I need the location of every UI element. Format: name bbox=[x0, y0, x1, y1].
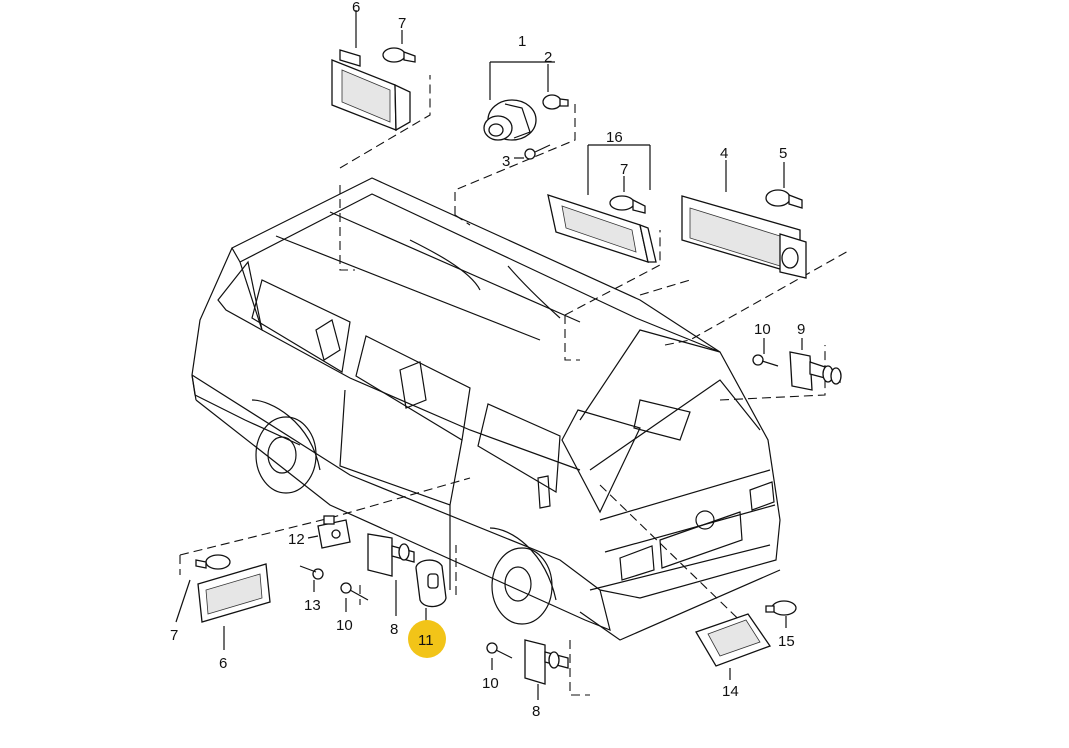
part-label-5: 5 bbox=[779, 145, 787, 162]
van-illustration bbox=[191, 177, 781, 641]
step-lamp bbox=[695, 613, 772, 667]
screw-icon bbox=[486, 642, 513, 659]
part-label-10-bottom: 10 bbox=[482, 675, 499, 692]
part-label-11[interactable]: 11 bbox=[418, 632, 434, 649]
part-label-6-bottom: 6 bbox=[219, 655, 227, 672]
bulb-icon bbox=[765, 600, 797, 616]
clip-icon bbox=[317, 515, 351, 549]
interior-lamp-bottom bbox=[197, 563, 271, 623]
bulb-icon bbox=[195, 554, 231, 570]
part-label-16: 16 bbox=[606, 129, 623, 146]
part-label-13: 13 bbox=[304, 597, 321, 614]
part-label-9: 9 bbox=[797, 321, 805, 338]
bulb-icon bbox=[382, 47, 416, 63]
leader-lines bbox=[179, 75, 851, 696]
highlighted-part-badge[interactable] bbox=[408, 620, 446, 658]
part-number-labels: 6 7 1 2 3 16 7 4 5 10 9 12 13 10 8 11 7 … bbox=[170, 0, 805, 720]
lamp-socket bbox=[483, 99, 537, 141]
part-label-2: 2 bbox=[544, 49, 552, 66]
door-switch-bracket bbox=[524, 639, 569, 685]
part-label-3: 3 bbox=[502, 153, 510, 170]
callout-lines bbox=[175, 10, 803, 700]
part-label-7-top: 7 bbox=[398, 15, 406, 32]
screw-icon bbox=[299, 565, 324, 580]
part-label-6-top: 6 bbox=[352, 0, 360, 16]
part-label-7-bottom: 7 bbox=[170, 627, 178, 644]
glove-box-lamp bbox=[547, 194, 657, 263]
part-label-14: 14 bbox=[722, 683, 739, 700]
part-label-7-mid: 7 bbox=[620, 161, 628, 178]
bulb-icon bbox=[765, 189, 803, 209]
part-label-10-left: 10 bbox=[336, 617, 353, 634]
part-label-1: 1 bbox=[518, 33, 526, 50]
rubber-boot bbox=[415, 559, 447, 608]
screw-icon bbox=[752, 354, 779, 367]
door-switch-bracket bbox=[367, 533, 415, 577]
bulb-icon bbox=[609, 195, 646, 214]
screw-icon bbox=[524, 144, 551, 160]
luggage-lamp bbox=[681, 195, 807, 279]
door-contact-switch bbox=[789, 351, 842, 391]
part-label-8-left: 8 bbox=[390, 621, 398, 638]
part-label-12: 12 bbox=[288, 531, 305, 548]
part-label-10-right: 10 bbox=[754, 321, 771, 338]
part-label-15: 15 bbox=[778, 633, 795, 650]
screw-icon bbox=[340, 582, 369, 601]
part-label-8-bottom: 8 bbox=[532, 703, 540, 720]
part-label-4: 4 bbox=[720, 145, 728, 162]
interior-lamp-top bbox=[331, 49, 411, 132]
bulb-icon bbox=[542, 94, 569, 110]
